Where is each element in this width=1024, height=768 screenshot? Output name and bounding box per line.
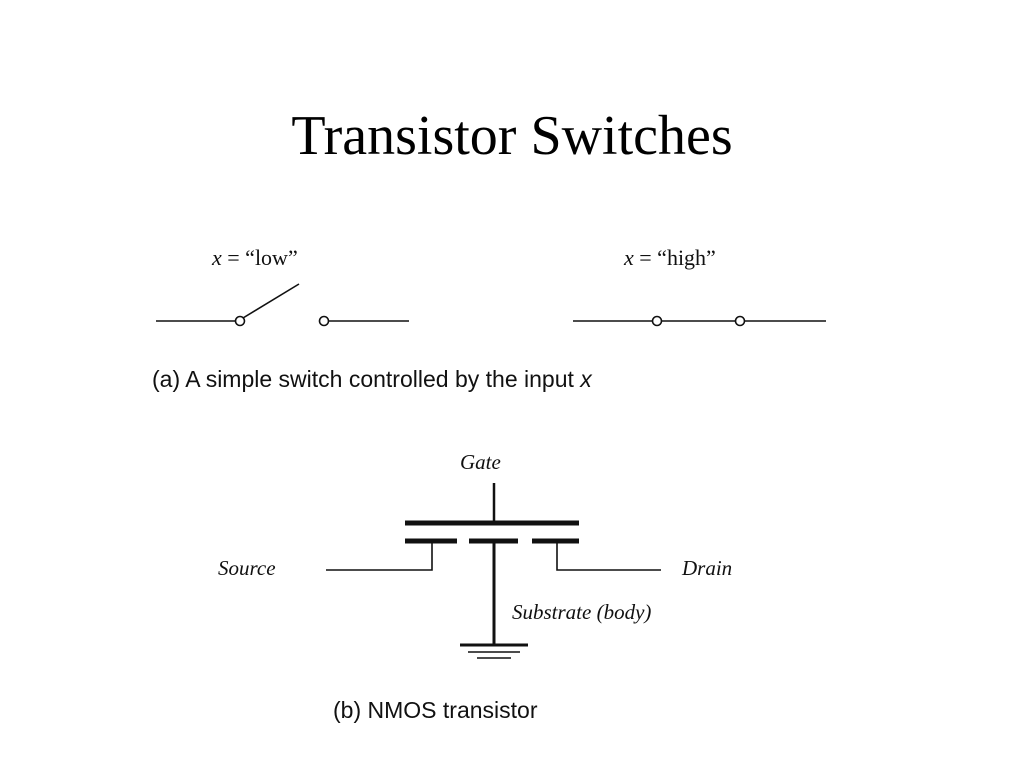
switch-low-text: = “low” — [221, 245, 298, 270]
closed-switch-symbol — [573, 315, 826, 327]
switch-caption-text: (a) A simple switch controlled by the in… — [152, 366, 581, 392]
nmos-caption: (b) NMOS transistor — [333, 697, 538, 723]
source-lead — [326, 541, 433, 571]
switch-low-label: x = “low” — [212, 245, 298, 271]
substrate-label: Substrate (body) — [512, 600, 652, 624]
nmos-transistor-symbol — [326, 483, 661, 659]
gate-label: Gate — [460, 450, 501, 474]
slide-title: Transistor Switches — [291, 105, 733, 167]
drain-label: Drain — [682, 556, 733, 580]
source-label: Source — [218, 556, 276, 580]
drain-lead — [556, 541, 661, 571]
open-switch-symbol — [156, 283, 409, 327]
switch-low-variable: x — [212, 245, 222, 270]
ground-icon — [460, 643, 528, 659]
switch-high-label: x = “high” — [624, 245, 716, 271]
switch-caption: (a) A simple switch controlled by the in… — [152, 366, 592, 393]
switch-caption-variable: x — [580, 366, 592, 392]
switch-high-text: = “high” — [633, 245, 716, 270]
switch-high-variable: x — [624, 245, 634, 270]
